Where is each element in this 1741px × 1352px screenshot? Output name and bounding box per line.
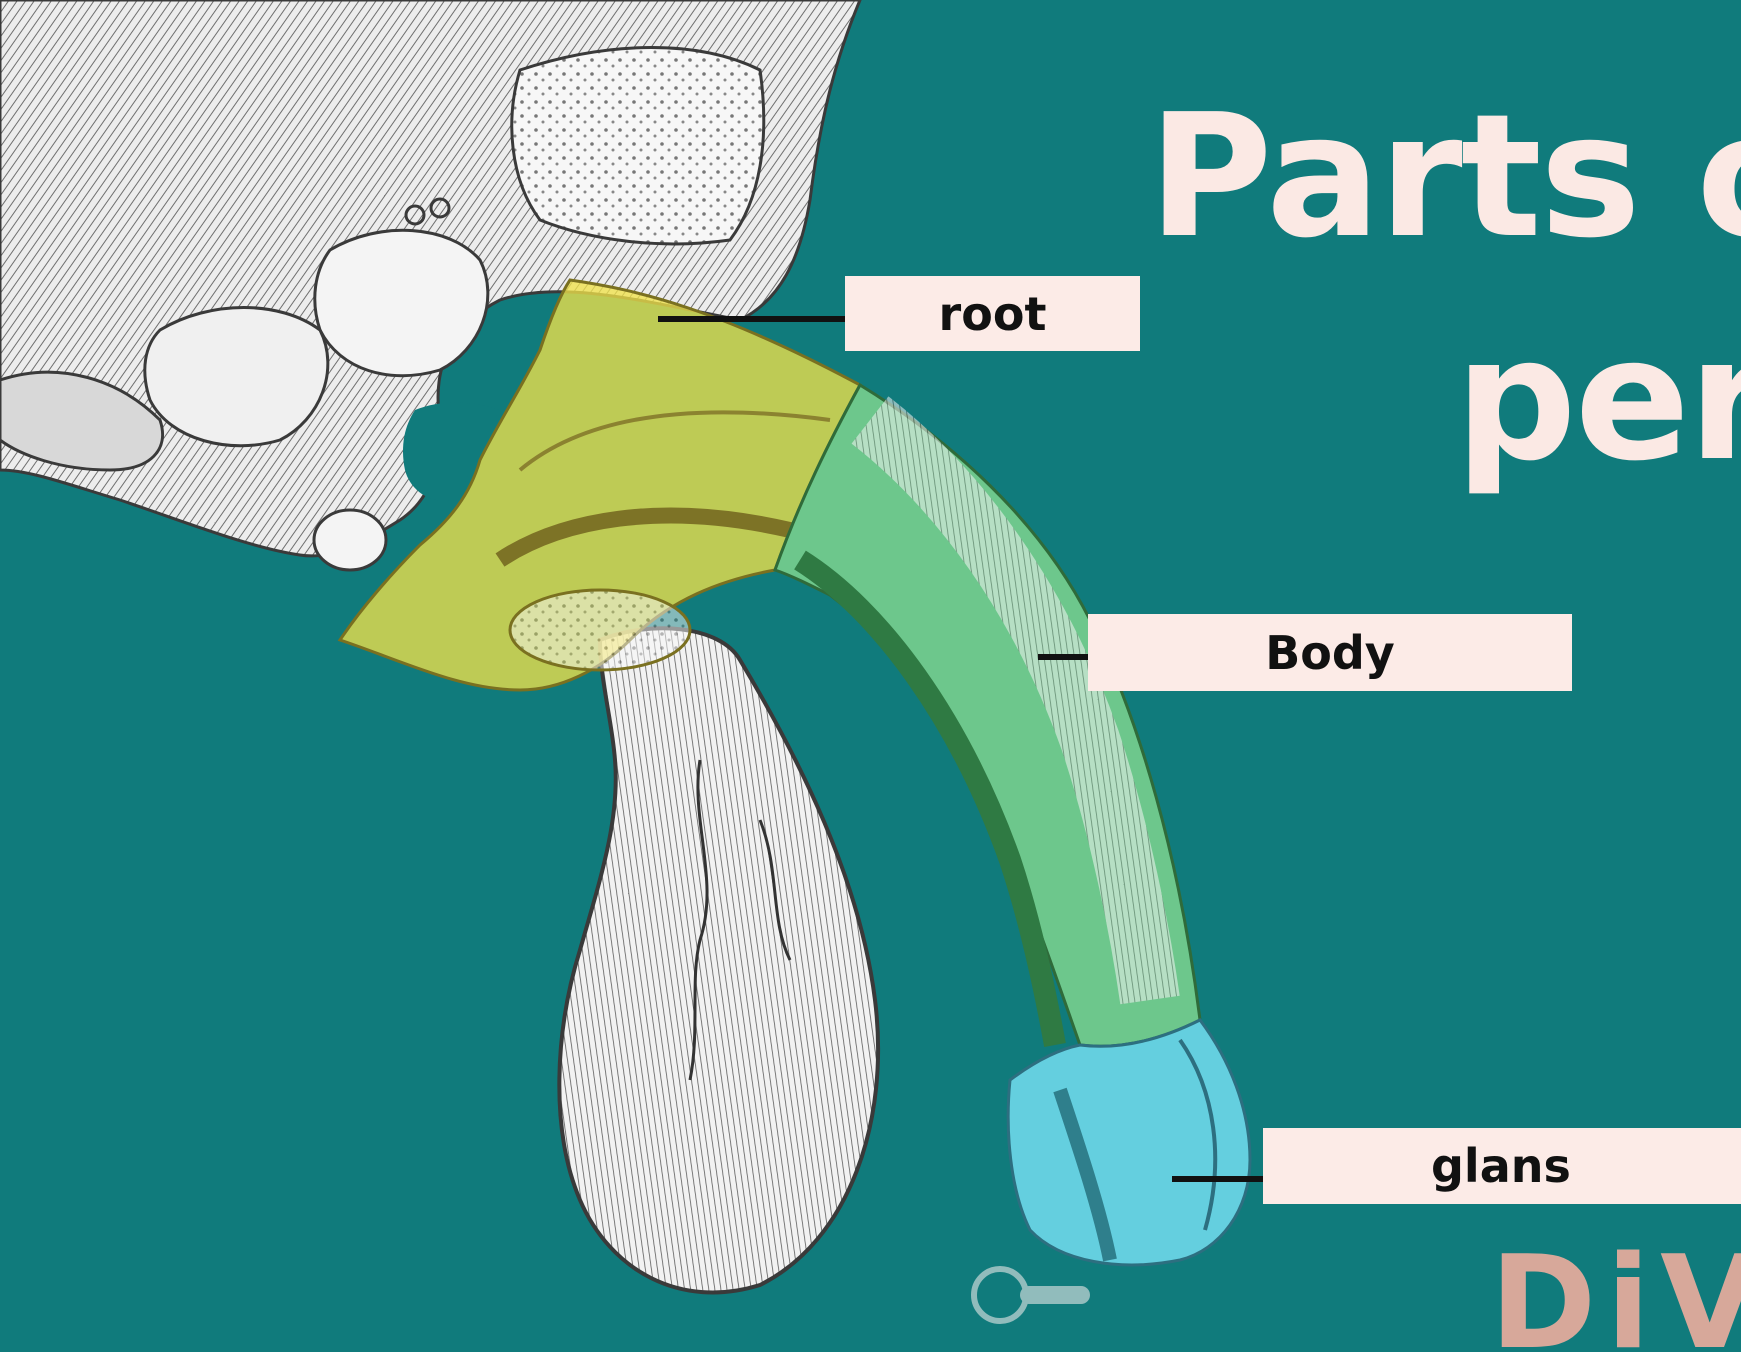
page-title-line-1: Parts o bbox=[1148, 92, 1741, 262]
logo-mark bbox=[974, 1269, 1090, 1321]
glans-label: glans bbox=[1263, 1128, 1741, 1204]
glans-region bbox=[1008, 1020, 1250, 1265]
root-leader-line bbox=[658, 316, 848, 322]
brand-watermark: DiV bbox=[1490, 1240, 1741, 1352]
body-label: Body bbox=[1088, 614, 1572, 691]
page-title-line-2: per bbox=[1455, 315, 1741, 485]
root-label: root bbox=[845, 276, 1140, 351]
scrotum-drawing bbox=[559, 628, 878, 1292]
body-leader-line bbox=[1038, 654, 1090, 660]
glans-leader-line bbox=[1172, 1176, 1264, 1182]
